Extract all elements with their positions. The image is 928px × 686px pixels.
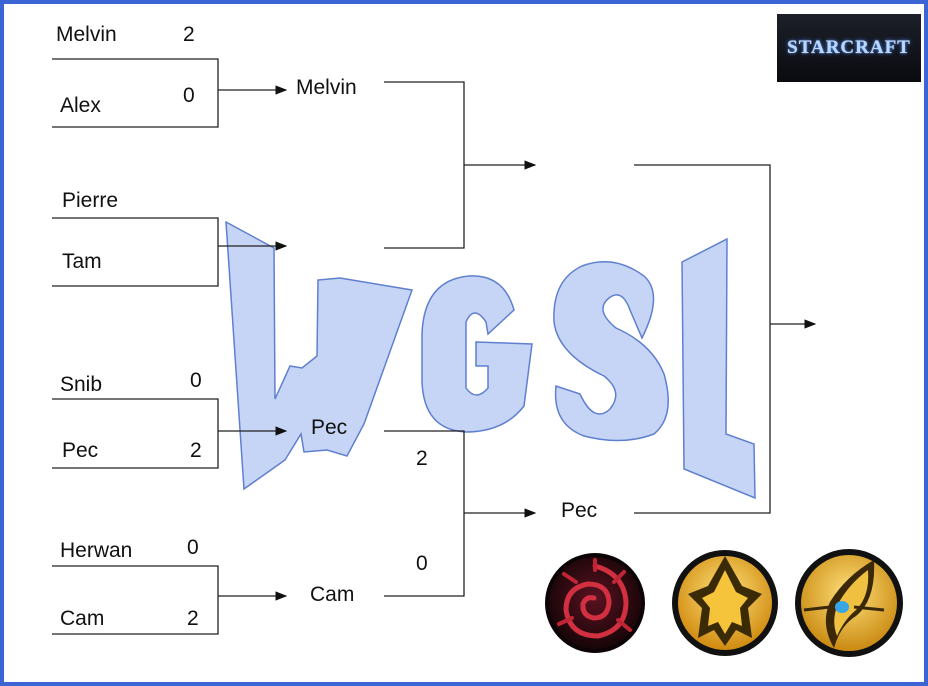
match1-box — [52, 58, 219, 128]
match2-box — [52, 217, 219, 287]
protoss-icon — [795, 549, 903, 657]
later-round-texts: Pec — [561, 499, 597, 522]
match4-player1: Herwan — [60, 539, 132, 562]
match1-player1: Melvin — [56, 23, 117, 46]
round2-texts: Melvin Pec 2 Cam 0 — [296, 76, 428, 606]
match4-player2: Cam — [60, 607, 104, 630]
round2-slot4: Cam — [310, 583, 354, 606]
match2-player1: Pierre — [62, 189, 118, 212]
watermark-letter-w — [225, 220, 414, 491]
match3-score1: 0 — [190, 369, 202, 392]
final-lines — [634, 164, 817, 514]
starcraft-logo: STARCRAFT — [777, 14, 921, 82]
match1-score2: 0 — [183, 84, 195, 107]
match3-player1: Snib — [60, 373, 102, 396]
terran-icon — [672, 550, 778, 656]
match4-box — [52, 565, 219, 635]
watermark-letter-l — [681, 237, 756, 500]
semifinal-slot2: Pec — [561, 499, 597, 522]
match3-box — [52, 398, 219, 469]
round1-texts: Melvin 2 Alex 0 Pierre Tam Snib 0 Pec 2 … — [56, 23, 202, 630]
watermark-letter-g — [421, 275, 533, 433]
wgsl-watermark — [225, 220, 756, 500]
final-connector — [634, 164, 771, 514]
upper-semi-connector — [384, 81, 465, 249]
match4-score1: 0 — [187, 536, 199, 559]
match3-score2: 2 — [190, 439, 202, 462]
match3-player2: Pec — [62, 439, 98, 462]
tournament-bracket: Melvin 2 Alex 0 Pierre Tam Snib 0 Pec 2 … — [52, 23, 903, 657]
round2-lines — [384, 81, 537, 597]
round2-slot4-score: 0 — [416, 552, 428, 575]
match2-player2: Tam — [62, 250, 102, 273]
round1-lines — [52, 58, 288, 635]
zerg-icon — [545, 553, 645, 653]
round2-slot3: Pec — [311, 416, 347, 439]
match4-score2: 2 — [187, 607, 199, 630]
starcraft-logo-text: STARCRAFT — [787, 37, 911, 58]
watermark-letter-s — [553, 261, 669, 442]
match1-score1: 2 — [183, 23, 195, 46]
round2-slot1: Melvin — [296, 76, 357, 99]
match1-player2: Alex — [60, 94, 101, 117]
round2-slot3-score: 2 — [416, 447, 428, 470]
